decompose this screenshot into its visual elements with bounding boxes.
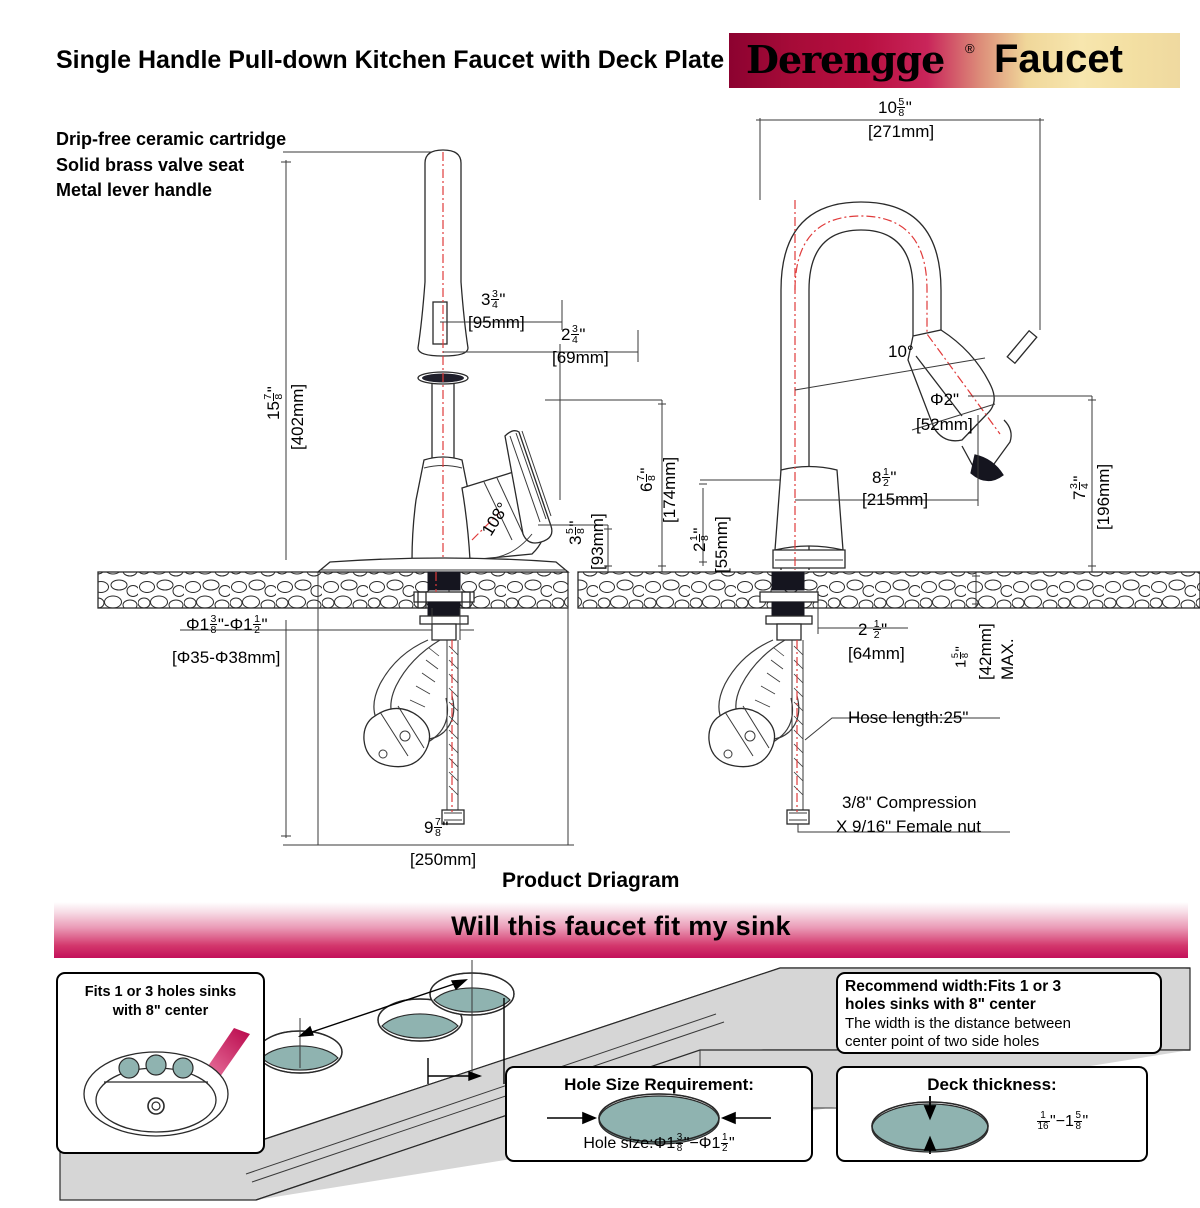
feature-item: Drip-free ceramic cartridge (56, 129, 287, 149)
countertop-left (97, 571, 569, 609)
sink-illustration (83, 1028, 250, 1137)
sink-hole-icon (145, 1054, 167, 1076)
recommend-plain-line-2: center point of two side holes (845, 1032, 1040, 1050)
callout-hose-length: Hose length:25" (848, 708, 969, 727)
fits-line-1: Fits 1 or 3 holes sinks (84, 984, 237, 1000)
width-dimension-arrow (298, 979, 468, 1037)
dimension-lines-left (180, 151, 666, 846)
dim-spout-diameter-mm: [52mm] (916, 415, 973, 434)
recommend-plain-line-1: The width is the distance between (845, 1014, 1071, 1032)
logo-product-word: Faucet (994, 37, 1123, 81)
recommend-bold-line-1: Recommend width:Fits 1 or 3 (845, 978, 1062, 995)
feature-list: Drip-free ceramic cartridge Solid brass … (56, 127, 286, 204)
dim-spout-height-mm: [196mm] (1094, 463, 1113, 530)
faucet-side-view (708, 200, 1038, 825)
dim-base-height-mm: [55mm] (712, 516, 731, 573)
feature-item: Solid brass valve seat (56, 154, 245, 175)
fit-section-banner: Will this faucet fit my sink (54, 902, 1188, 958)
dim-deck-plate-width-mm: [250mm] (410, 850, 477, 869)
registered-trademark-icon: ® (965, 41, 975, 56)
faucet-front-view (316, 149, 570, 825)
dim-reach-mm: [271mm] (868, 122, 935, 141)
hole-size-title: Hole Size Requirement: (564, 1075, 754, 1094)
recommend-width-card: Recommend width:Fits 1 or 3 holes sinks … (836, 972, 1162, 1054)
callout-connection-line1: 3/8" Compression (842, 793, 977, 812)
dim-spray-offset-mm: [95mm] (468, 313, 525, 332)
countertop-right (577, 571, 1200, 609)
dim-hole-diameter-mm: [Φ35-Φ38mm] (172, 648, 281, 667)
deck-thickness-title: Deck thickness: (927, 1075, 1057, 1094)
recommend-bold-line-2: holes sinks with 8" center (845, 996, 1036, 1014)
page-title: Single Handle Pull-down Kitchen Faucet w… (56, 44, 724, 76)
product-diagram-drawing (97, 118, 1200, 846)
dim-spout-angle: 10° (888, 342, 914, 361)
fits-sinks-card: Fits 1 or 3 holes sinks with 8" center (56, 972, 265, 1154)
hole-size-illustration (547, 1093, 771, 1145)
dim-handle-offset-mm: [69mm] (552, 348, 609, 367)
sink-hole-icon (172, 1057, 194, 1079)
logo-brand-name: Derengge (746, 37, 945, 82)
dim-base-width-mm: [64mm] (848, 644, 905, 663)
dim-deck-max-label: MAX. (998, 638, 1017, 680)
fit-section-banner-text: Will this faucet fit my sink (451, 911, 791, 941)
feature-item: Metal lever handle (56, 180, 213, 201)
dim-spout-diameter: Φ2" (930, 390, 960, 409)
fits-line-2: with 8" center (112, 1002, 209, 1019)
size-arrows-icon (547, 1111, 771, 1125)
title-line-1: Single Handle Pull-down Kitchen Faucet w… (56, 46, 725, 74)
hole-size-arrow (427, 998, 505, 1084)
dim-body-height-mm: [93mm] (588, 513, 607, 570)
dim-deck-max-mm: [42mm] (976, 623, 995, 680)
fits-sinks-text: Fits 1 or 3 holes sinks with 8" center (58, 983, 263, 1021)
dimension-lines-right (699, 118, 1096, 833)
callout-connection-line2: X 9/16" Female nut (836, 817, 981, 836)
diagram-caption: Product Driagram (502, 869, 680, 892)
dim-spout-reach-mm: [215mm] (862, 490, 929, 509)
deck-thickness-illustration (871, 1096, 989, 1154)
dim-overall-height-mm: [402mm] (288, 383, 307, 450)
brand-logo: Derengge ® Faucet (729, 33, 1180, 88)
recommend-bold-text: Recommend width:Fits 1 or 3 holes sinks … (845, 978, 1153, 1015)
dim-handle-height-mm: [174mm] (660, 456, 679, 523)
recommend-plain-text: The width is the distance between center… (845, 1015, 1153, 1051)
sink-hole-icon (118, 1057, 140, 1079)
